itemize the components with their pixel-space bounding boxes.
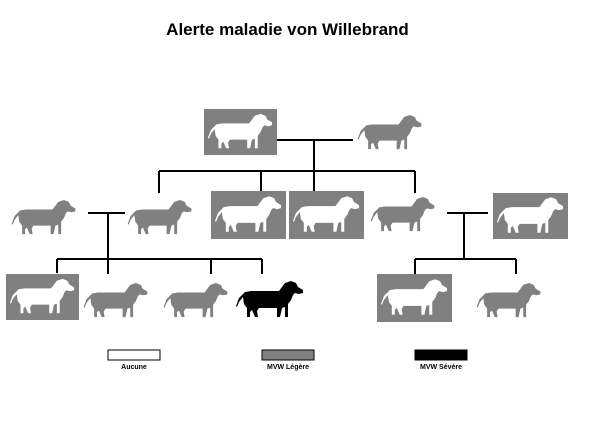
legend-label-severe: MVW Sévère xyxy=(420,364,462,371)
dog-gen1-dam xyxy=(357,114,422,150)
dog-gen3-d2 xyxy=(476,282,541,318)
dog-gen2-c xyxy=(289,191,364,239)
dog-gen3-a1 xyxy=(6,274,79,320)
dog-silhouette-icon xyxy=(236,281,303,317)
legend-label-legere: MVW Légère xyxy=(267,364,309,371)
legend-swatch-aucune xyxy=(107,349,161,361)
pedigree-lines xyxy=(56,139,517,274)
dog-silhouette-icon xyxy=(476,282,541,318)
legend-label-aucune: Aucune xyxy=(121,364,147,371)
dog-silhouette-icon xyxy=(11,199,76,235)
dog-gen2-d-mate xyxy=(493,193,568,239)
dog-gen2-b xyxy=(211,191,286,239)
legend-swatch-legere xyxy=(261,349,315,361)
dog-gen2-d xyxy=(370,196,435,232)
dog-silhouette-icon xyxy=(83,282,148,318)
dog-gen3-a3 xyxy=(163,282,228,318)
dog-gen1-sire xyxy=(204,109,277,155)
dog-silhouette-icon xyxy=(127,199,192,235)
dog-layer xyxy=(6,109,568,322)
dog-gen2-a-mate xyxy=(11,199,76,235)
dog-silhouette-icon xyxy=(370,196,435,232)
dog-silhouette-icon xyxy=(163,282,228,318)
legend: Aucune MVW Légère MVW Sévère xyxy=(107,349,468,371)
dog-gen3-d1 xyxy=(377,274,452,322)
diagram-title: Alerte maladie von Willebrand xyxy=(166,20,409,39)
dog-silhouette-icon xyxy=(357,114,422,150)
legend-swatch-severe xyxy=(414,349,468,361)
dog-gen3-a2 xyxy=(83,282,148,318)
dog-gen2-a xyxy=(127,199,192,235)
dog-gen3-a4 xyxy=(236,281,303,317)
